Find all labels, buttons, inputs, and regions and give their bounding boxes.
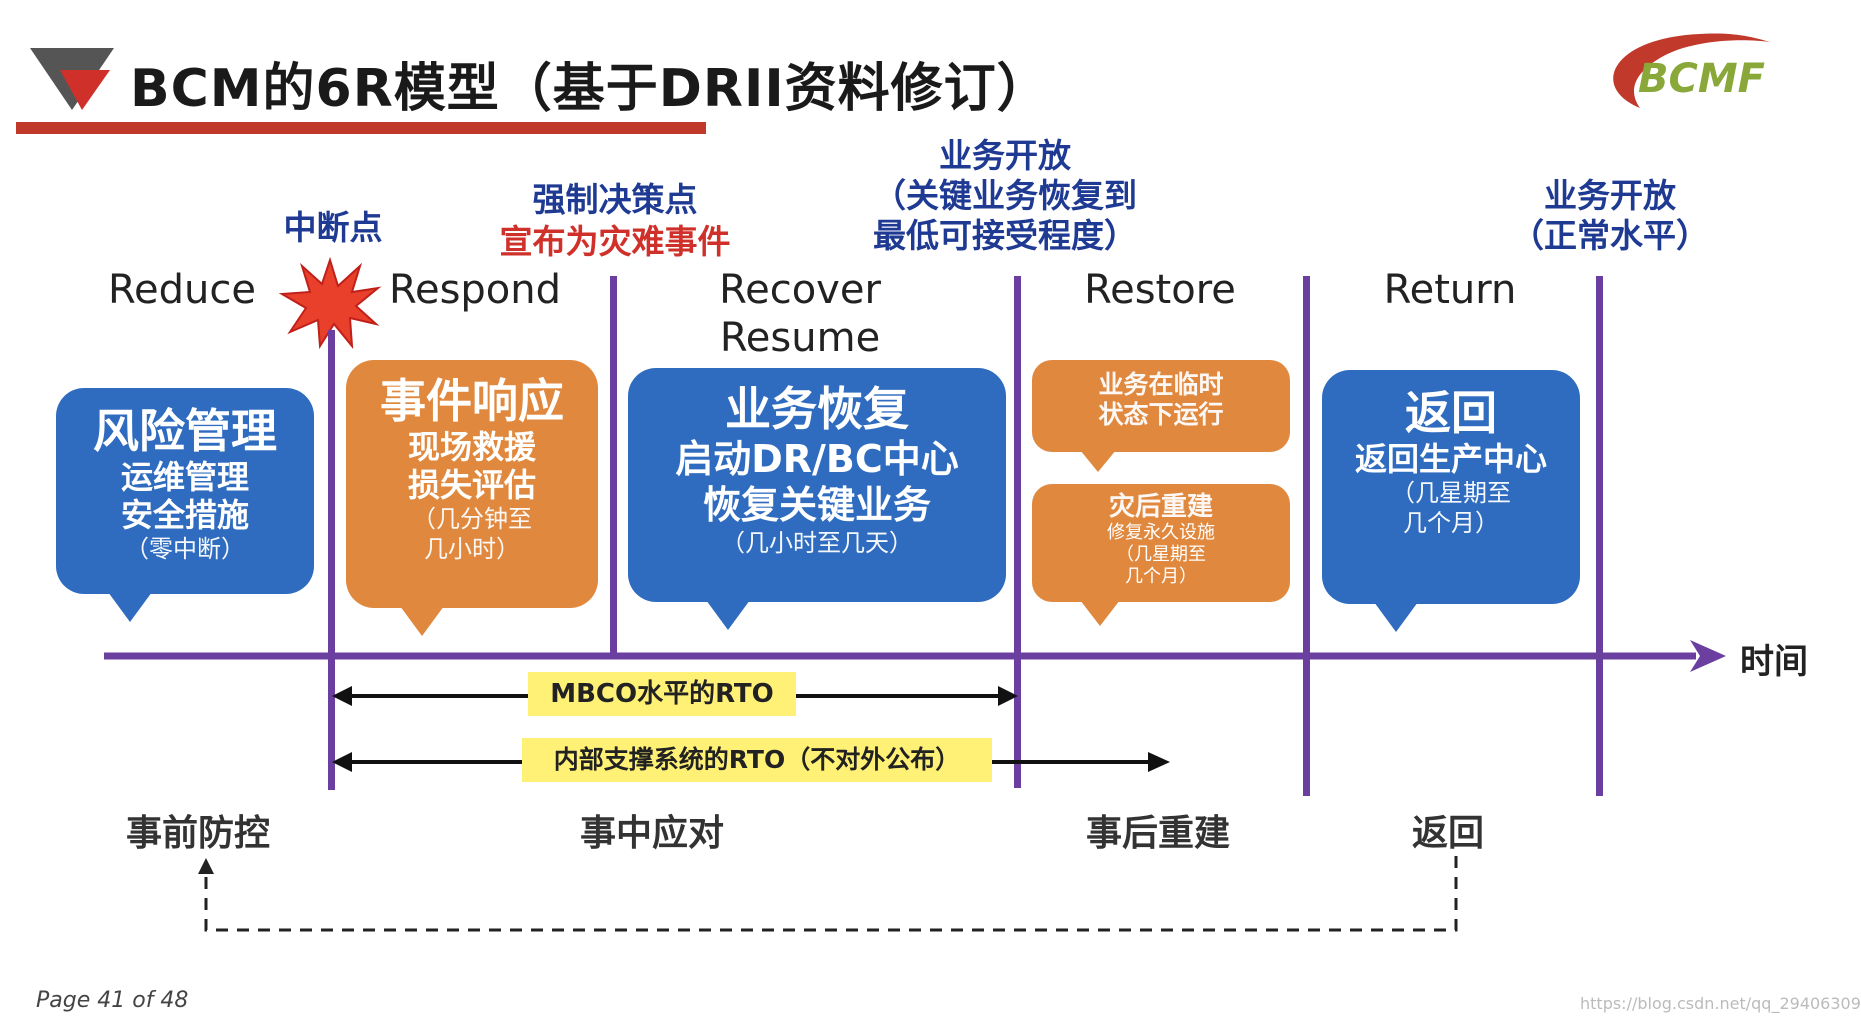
stage-during: 事中应对 [580, 813, 725, 854]
business-open-normal-l1: 业务开放 [1544, 176, 1676, 215]
divider-decision [610, 276, 617, 654]
incident-line3: （几分钟至 [412, 505, 532, 533]
return-bubble-tail [1374, 602, 1418, 632]
recovery-line3: （几小时至几天） [721, 529, 913, 557]
divider-interrupt [328, 330, 335, 790]
stage-pre: 事前防控 [126, 813, 271, 854]
disaster-rebuild-bubble: 灾后重建 修复永久设施 （几星期至 几个月） [1032, 484, 1290, 602]
divider-critical-open [1014, 276, 1021, 788]
forced-decision-label: 强制决策点 [532, 180, 698, 219]
phase-reduce: Reduce [108, 267, 256, 313]
rebuild-line3: 几个月） [1125, 566, 1197, 587]
divider-restore-return [1303, 276, 1310, 796]
temporary-operation-bubble: 业务在临时 状态下运行 [1032, 360, 1290, 452]
return-line3: 几个月） [1403, 509, 1499, 537]
return-title: 返回 [1405, 386, 1497, 440]
rebuild-bubble-tail [1080, 600, 1120, 626]
title-underline [16, 122, 706, 134]
phase-recover: Recover [719, 267, 881, 313]
risk-line1: 运维管理 [120, 458, 249, 496]
stage-post: 事后重建 [1086, 813, 1231, 854]
incident-line1: 现场救援 [407, 428, 536, 466]
logo-text: BCMF [1638, 56, 1765, 102]
incident-line4: 几小时） [424, 535, 520, 563]
recovery-bubble-tail [706, 600, 750, 630]
rebuild-line2: （几星期至 [1116, 544, 1206, 565]
recovery-line1: 启动DR/BC中心 [675, 437, 959, 481]
return-loop-dashed-arrow [198, 856, 1458, 932]
internal-rto-label: 内部支撑系统的RTO（不对外公布） [522, 738, 992, 782]
phase-resume: Resume [719, 315, 881, 361]
incident-line2: 损失评估 [407, 466, 536, 504]
return-line2: （几星期至 [1391, 479, 1511, 507]
risk-line3: （零中断） [125, 535, 245, 563]
business-open-normal-l2: （正常水平） [1511, 216, 1709, 255]
incident-title: 事件响应 [380, 374, 564, 428]
interruption-starburst-icon [278, 256, 382, 350]
business-recovery-bubble: 业务恢复 启动DR/BC中心 恢复关键业务 （几小时至几天） [628, 368, 1006, 602]
business-open-critical-l3: 最低可接受程度） [873, 216, 1137, 255]
recovery-line2: 恢复关键业务 [702, 483, 931, 527]
temp-line1: 业务在临时 [1098, 370, 1224, 399]
return-line1: 返回生产中心 [1354, 440, 1547, 478]
rebuild-line1: 修复永久设施 [1107, 522, 1215, 543]
mbco-rto-label: MBCO水平的RTO [528, 672, 796, 716]
incident-bubble-tail [400, 606, 444, 636]
business-open-critical-l1: 业务开放 [939, 136, 1071, 175]
temp-bubble-tail [1080, 450, 1116, 472]
return-bubble: 返回 返回生产中心 （几星期至 几个月） [1322, 370, 1580, 604]
page-title: BCM的6R模型（基于DRII资料修订） [130, 59, 1050, 119]
time-axis-label: 时间 [1740, 642, 1808, 682]
business-open-critical-l2: （关键业务恢复到 [873, 176, 1137, 215]
recovery-title: 业务恢复 [725, 382, 909, 436]
risk-bubble-tail [108, 592, 152, 622]
time-axis [104, 640, 1726, 672]
risk-line2: 安全措施 [120, 496, 249, 534]
phase-restore: Restore [1084, 267, 1236, 313]
divider-normal-open [1596, 276, 1603, 796]
page-indicator: Page 41 of 48 [36, 988, 189, 1013]
temp-line2: 状态下运行 [1098, 400, 1224, 429]
risk-management-bubble: 风险管理 运维管理 安全措施 （零中断） [56, 388, 314, 594]
phase-respond: Respond [388, 267, 562, 313]
declare-disaster-label: 宣布为灾难事件 [499, 222, 731, 261]
rebuild-title: 灾后重建 [1108, 492, 1213, 522]
risk-title: 风险管理 [93, 404, 277, 458]
interrupt-point-label: 中断点 [283, 208, 383, 247]
bcmf-logo: BCMF [1600, 28, 1800, 118]
stage-back: 返回 [1412, 813, 1485, 854]
watermark: https://blog.csdn.net/qq_29406309 [1580, 994, 1861, 1013]
header-logo-mark [30, 48, 114, 110]
phase-return: Return [1383, 267, 1517, 313]
incident-response-bubble: 事件响应 现场救援 损失评估 （几分钟至 几小时） [346, 360, 598, 608]
